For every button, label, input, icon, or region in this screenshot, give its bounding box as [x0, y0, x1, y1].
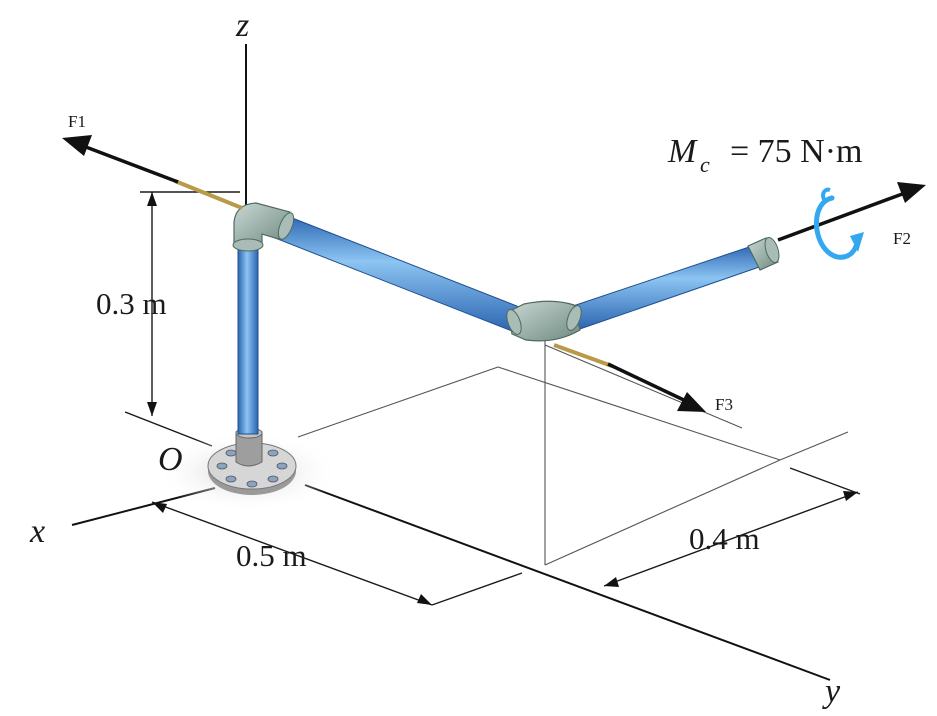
axis-label-z: z: [235, 7, 249, 44]
moment-value: = 75 N·m: [730, 133, 863, 170]
dimension-0.5m: [151, 501, 523, 606]
y-axis: [304, 484, 831, 681]
dimension-label-x: 0.5 m: [236, 538, 307, 573]
elbow-fitting-corner: [506, 300, 582, 342]
coordinate-axes: [71, 44, 831, 681]
origin-label: O: [158, 441, 183, 478]
projection-guides: [297, 340, 849, 566]
force-label-f1: F1: [68, 112, 86, 131]
base-flange: [156, 427, 340, 512]
force-f2: [777, 182, 926, 242]
elbow-fitting-top: [232, 202, 295, 252]
dimension-0.3m: [140, 191, 240, 416]
dimension-label-height: 0.3 m: [96, 286, 167, 321]
axis-label-y: y: [822, 673, 841, 710]
force-f1: [62, 135, 243, 210]
pipe-segment-x: [569, 243, 766, 331]
axis-label-x: x: [29, 513, 45, 550]
force-label-f2: F2: [893, 229, 911, 248]
pipe-assembly: [232, 202, 780, 435]
moment-label: M c = 75 N·m: [667, 133, 863, 177]
vertical-pipe: [237, 239, 259, 435]
dimension-0.4m: [603, 467, 861, 587]
dimension-label-y: 0.4 m: [689, 521, 760, 556]
pipe-end-cap: [747, 236, 780, 271]
force-f3: [553, 343, 706, 412]
pipe-segment-y: [274, 213, 528, 334]
moment-subscript: c: [700, 152, 710, 177]
moment-symbol: M: [667, 133, 698, 170]
moment-arrow: [814, 187, 864, 260]
force-label-f3: F3: [715, 395, 733, 414]
